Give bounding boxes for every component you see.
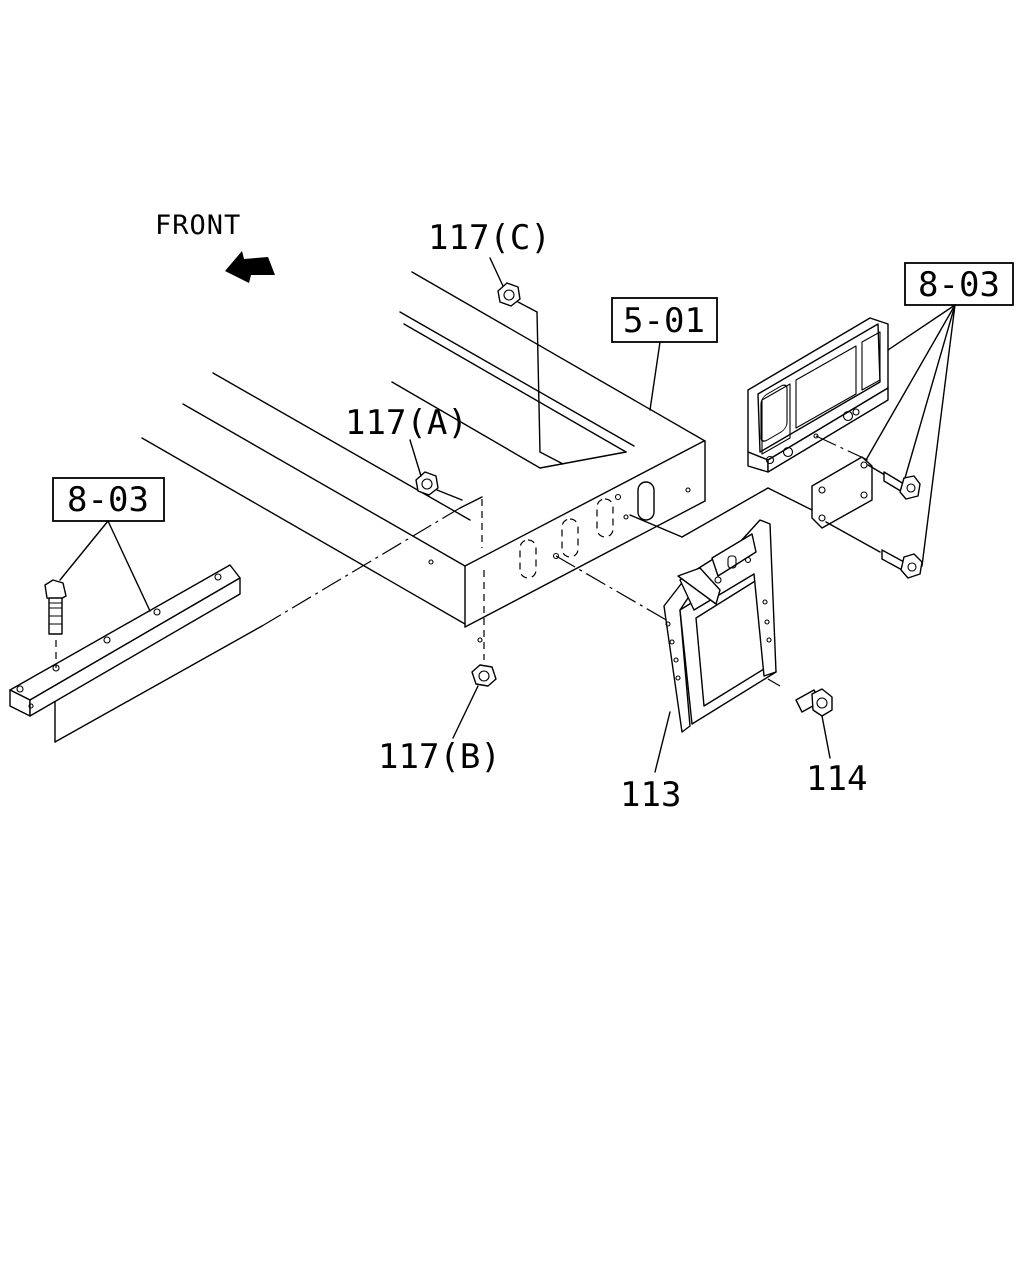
label-117a[interactable]: 117(A) — [345, 403, 468, 443]
label-117b[interactable]: 117(B) — [378, 737, 501, 777]
nut-117c — [489, 257, 564, 465]
left-bolt — [44, 579, 67, 668]
lamp-bolts — [881, 471, 923, 579]
ref-8-03-right[interactable]: 8-03 — [865, 262, 1014, 567]
frame-rail — [141, 271, 706, 643]
ref-8-03-left[interactable]: 8-03 — [52, 477, 165, 612]
tail-lamp — [747, 317, 889, 473]
label-117c[interactable]: 117(C) — [428, 218, 551, 258]
left-leaders — [54, 496, 483, 743]
front-indicator: FRONT — [155, 210, 275, 283]
ref-5-01-text: 5-01 — [623, 301, 705, 341]
ref-5-01[interactable]: 5-01 — [611, 297, 718, 411]
label-114[interactable]: 114 — [806, 759, 867, 799]
ref-8-03-right-text: 8-03 — [918, 265, 1000, 305]
label-113[interactable]: 113 — [620, 775, 681, 815]
lamp-gasket — [811, 456, 891, 553]
front-arrow-icon — [225, 251, 275, 283]
left-angle-bracket — [9, 564, 241, 717]
front-label: FRONT — [155, 210, 241, 241]
nut-117b — [452, 570, 497, 739]
ref-8-03-left-text: 8-03 — [67, 480, 149, 520]
bolt-114[interactable] — [795, 688, 833, 759]
nut-117a — [409, 439, 483, 548]
bracket-113[interactable] — [654, 519, 777, 773]
